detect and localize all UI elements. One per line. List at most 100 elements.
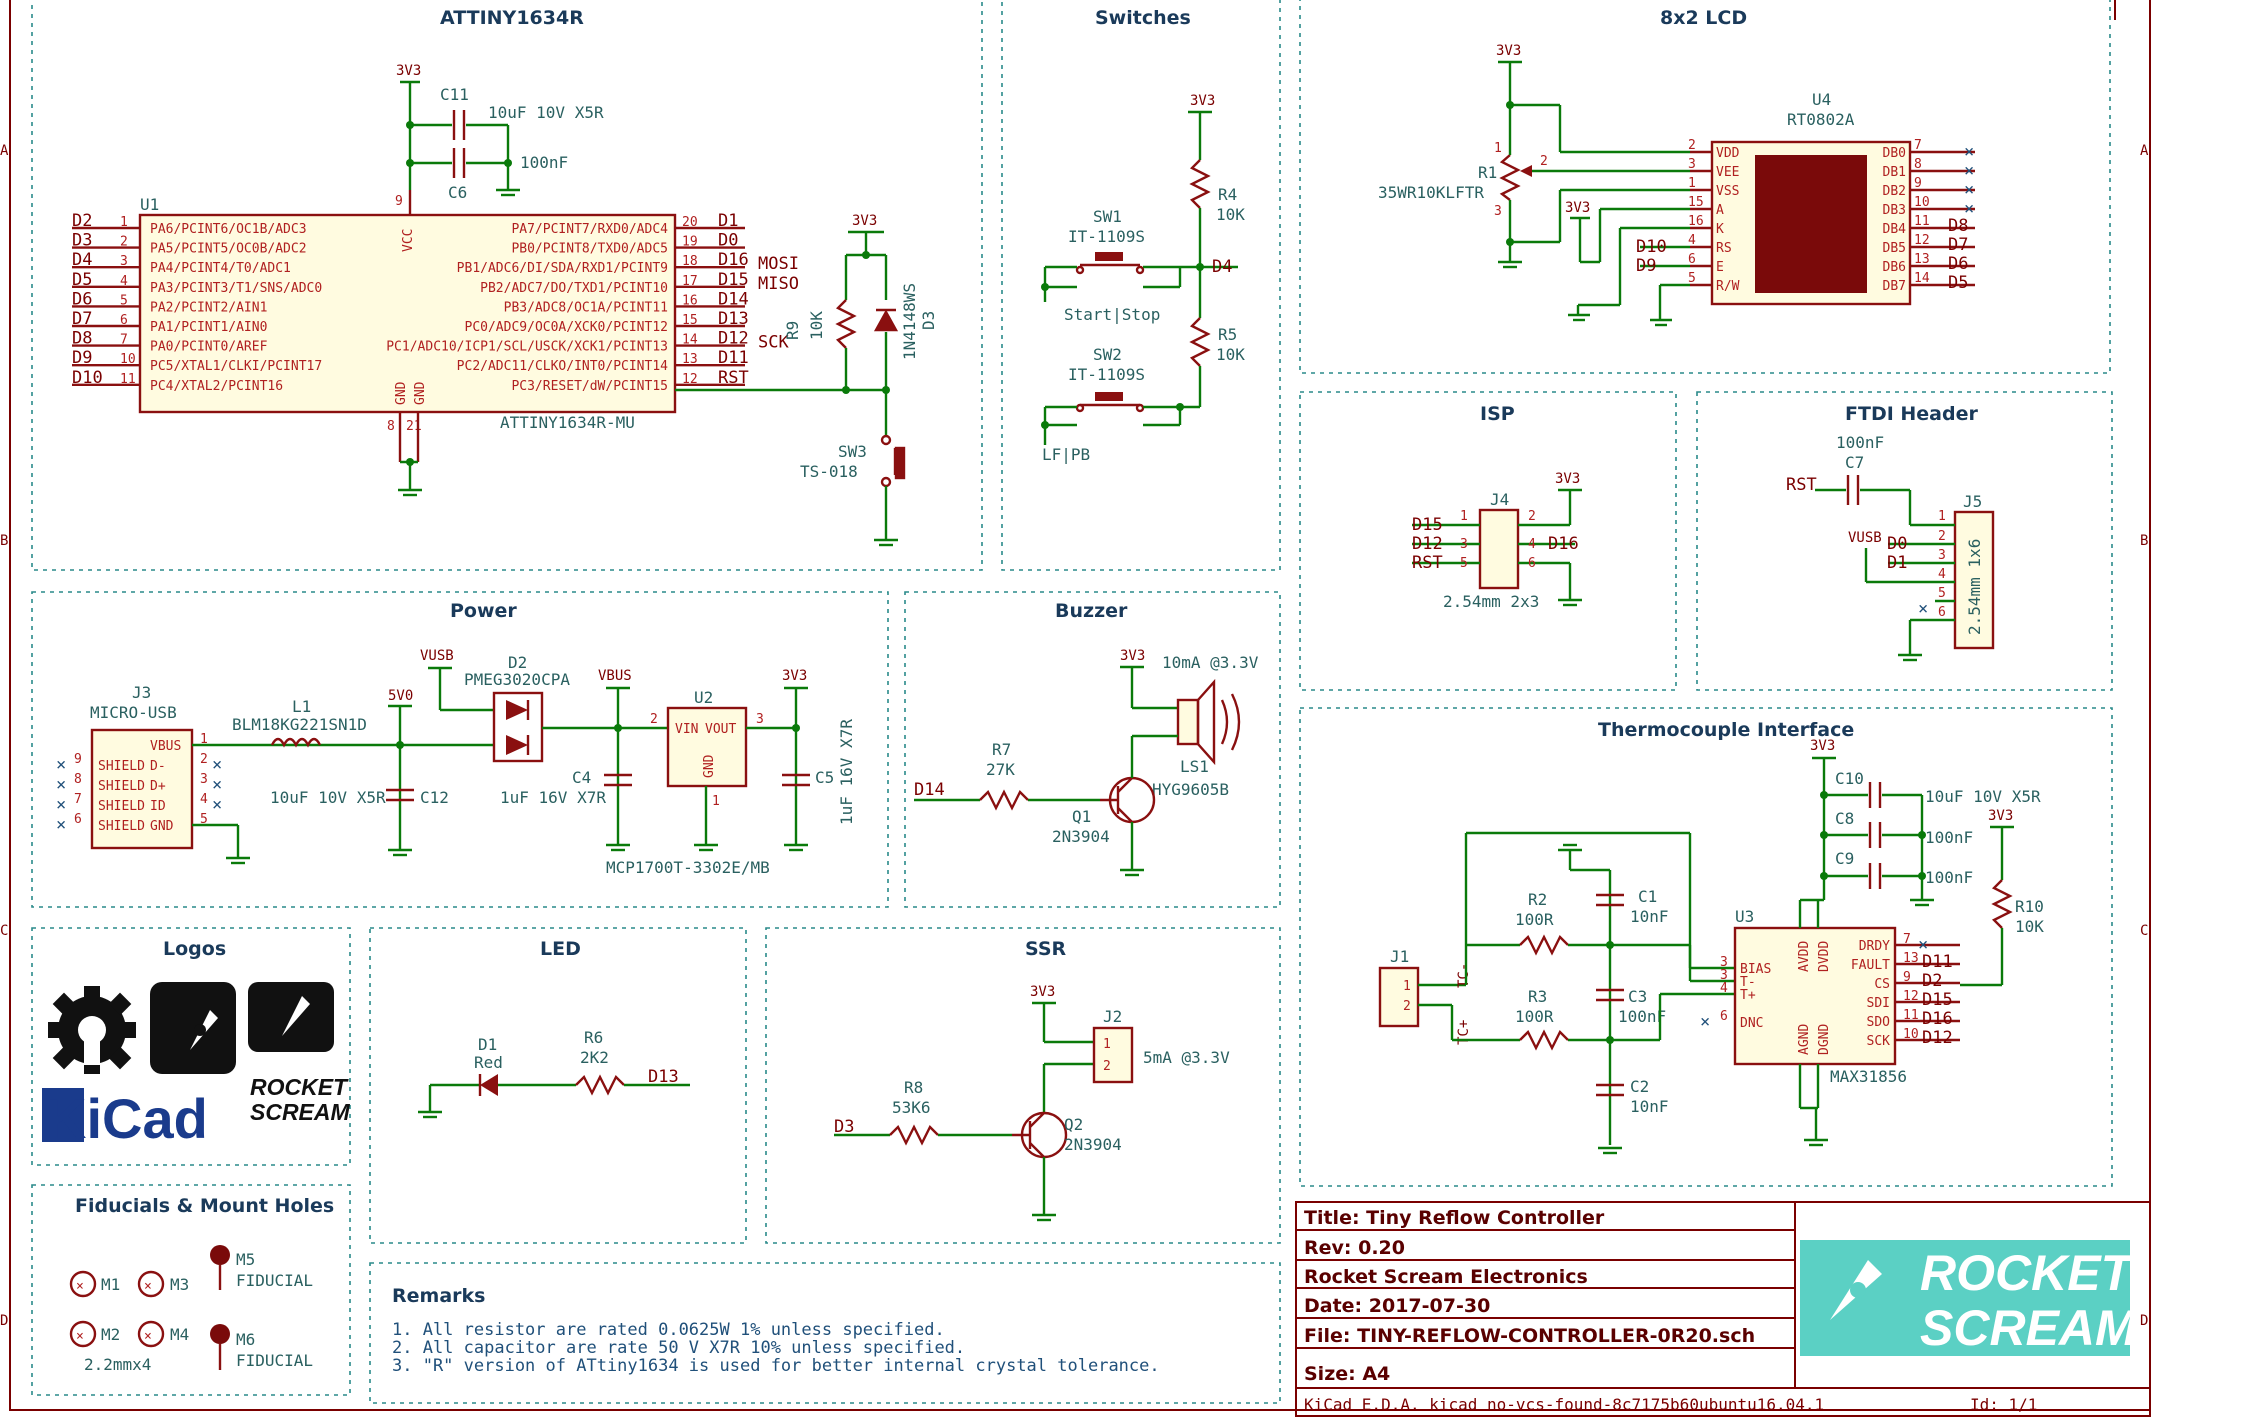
u3-left-pin-num: 3: [1720, 955, 1728, 970]
d1-value: Red: [474, 1053, 503, 1072]
row-mark-d: D: [0, 1313, 8, 1329]
c6-value: 100nF: [520, 153, 568, 172]
lcd-right-net: D7: [1948, 235, 1968, 255]
mcu-left-pin-name: PC5/XTAL1/CLKI/PCINT17: [150, 359, 322, 374]
c12-ref: C12: [420, 788, 449, 807]
u3-dnc-mark: ×: [1700, 1012, 1710, 1032]
mcu-left-pin-num: 4: [120, 274, 128, 289]
j3-pin-name: GND: [150, 819, 174, 834]
m1-label: M1: [101, 1275, 120, 1294]
j1-ref: J1: [1390, 947, 1409, 966]
u2-vout: VOUT: [705, 722, 736, 737]
section-title-remarks: Remarks: [392, 1285, 485, 1307]
j2-pin-2: 2: [1103, 1059, 1111, 1074]
ftdi-net-rst: RST: [1786, 475, 1817, 495]
j3-pin-name: ID: [150, 799, 166, 814]
section-title-isp: ISP: [1480, 403, 1515, 425]
mcu-left-pin-num: 3: [120, 254, 128, 269]
mcu-right-net: D15: [718, 270, 749, 290]
u3-right-pin-name: SCK: [1867, 1034, 1891, 1049]
mount-hole-m3-icon: × M3: [137, 1270, 189, 1298]
isp-net-d16: D16: [1548, 534, 1579, 554]
c4-value: 1uF 16V X7R: [500, 788, 606, 807]
u2-pin-2: 2: [650, 712, 658, 727]
ls1-value: HYG9605B: [1152, 780, 1229, 799]
hole-size: 2.2mmx4: [84, 1355, 151, 1374]
c8-ref: C8: [1835, 809, 1854, 828]
lcd-left-pin-name: A: [1716, 203, 1724, 218]
j3-pin-num: 5: [200, 812, 208, 827]
mcu-left-net: D9: [72, 348, 92, 368]
tb-logo-rocket: ROCKET: [1920, 1245, 2136, 1301]
lcd-value: RT0802A: [1787, 110, 1855, 129]
lcd-right-pin-name: DB0: [1883, 146, 1906, 161]
lcd-right-net: D5: [1948, 273, 1968, 293]
j1-pin-2: 2: [1403, 999, 1411, 1014]
lcd-right-pin-num: 10: [1914, 195, 1930, 210]
ssr-section: 3V3 J2 1 2 5mA @3.3V D3 R8 53K6 Q2 2N390…: [834, 984, 1230, 1222]
r10-ref: R10: [2015, 897, 2044, 916]
j1-pin-1: 1: [1403, 979, 1411, 994]
mcu-right-pin-num: 18: [682, 254, 698, 269]
mcu-right-pin-num: 12: [682, 372, 698, 387]
d2-value: PMEG3020CPA: [464, 670, 570, 689]
r9-value: 10K: [807, 311, 826, 340]
d3-value: 1N4148WS: [900, 283, 919, 360]
title-block: Title: Tiny Reflow Controller Rev: 0.20 …: [1295, 1201, 2151, 1417]
m6-value: FIDUCIAL: [236, 1351, 313, 1370]
logo-rocket: ROCKET: [250, 1074, 349, 1100]
tb-tool: KiCad E.D.A. kicad no-vcs-found-8c7175b6…: [1304, 1395, 1824, 1414]
section-title-led: LED: [540, 938, 581, 960]
c11-ref: C11: [440, 85, 469, 104]
u3-left-pin-name: T-: [1740, 975, 1756, 990]
svg-text:×: ×: [144, 1329, 152, 1344]
thermo-rail: 3V3: [1810, 738, 1835, 754]
ftdi-pin-2: 2: [1938, 529, 1946, 544]
lcd-right-pin-name: DB2: [1883, 184, 1906, 199]
mcu-ref: U1: [140, 195, 159, 214]
j3-nc-mark: ×: [212, 795, 222, 815]
pot-pin-1: 1: [1494, 141, 1502, 156]
r6-value: 2K2: [580, 1048, 609, 1067]
lcd-nc-mark: ×: [1964, 161, 1974, 181]
mcu-left-pin-name: PA0/PCINT0/AREF: [150, 340, 268, 355]
lcd-rail-label: 3V3: [1496, 43, 1521, 59]
row-mark-c-right: C: [2140, 923, 2148, 939]
l1-value: BLM18KG221SN1D: [232, 715, 367, 734]
mount-hole-m4-icon: × M4: [137, 1320, 189, 1348]
isp-net-d12: D12: [1412, 534, 1443, 554]
c1-value: 10nF: [1630, 907, 1669, 926]
mcu-left-pin-name: PA1/PCINT1/AIN0: [150, 320, 267, 335]
m2-label: M2: [101, 1325, 120, 1344]
mcu-left-net: D10: [72, 368, 103, 388]
lcd-right-pin-name: DB3: [1883, 203, 1906, 218]
q2-value: 2N3904: [1064, 1135, 1122, 1154]
isp-net-rst: RST: [1412, 553, 1443, 573]
isp-pin-6: 6: [1528, 556, 1536, 571]
mcu-left-pin-name: PA5/PCINT5/OC0B/ADC2: [150, 242, 307, 257]
mcu-right-pin-num: 20: [682, 215, 698, 230]
u2-value: MCP1700T-3302E/MB: [606, 858, 770, 877]
mcu-right-alt: SCK: [758, 333, 789, 353]
u3-right-net: D16: [1922, 1009, 1953, 1029]
sw-net-label: D4: [1212, 257, 1232, 277]
net-5v0: 5V0: [388, 688, 413, 704]
mcu-left-pin-num: 10: [120, 352, 136, 367]
u3-left-pin-num: 3: [1720, 968, 1728, 983]
d3-ref: D3: [919, 311, 938, 330]
sw1-ref: SW1: [1093, 207, 1122, 226]
lcd-right-pin-num: 13: [1914, 252, 1930, 267]
r4-ref: R4: [1218, 185, 1237, 204]
mcu-right-pin-name: PB2/ADC7/DO/TXD1/PCINT10: [480, 281, 668, 296]
mcu-right-net: D1: [718, 211, 738, 231]
u3-right-pin-num: 7: [1903, 932, 1911, 947]
tb-logo-scream: SCREAM: [1920, 1300, 2138, 1356]
thermo-section: J1 1 2 TC- TC+ R2 100R R3 100R C1 1: [1378, 738, 2044, 1155]
mcu-left-net: D6: [72, 289, 92, 309]
ftdi-net-d0: D0: [1887, 534, 1907, 554]
m6-ref: M6: [236, 1330, 255, 1349]
